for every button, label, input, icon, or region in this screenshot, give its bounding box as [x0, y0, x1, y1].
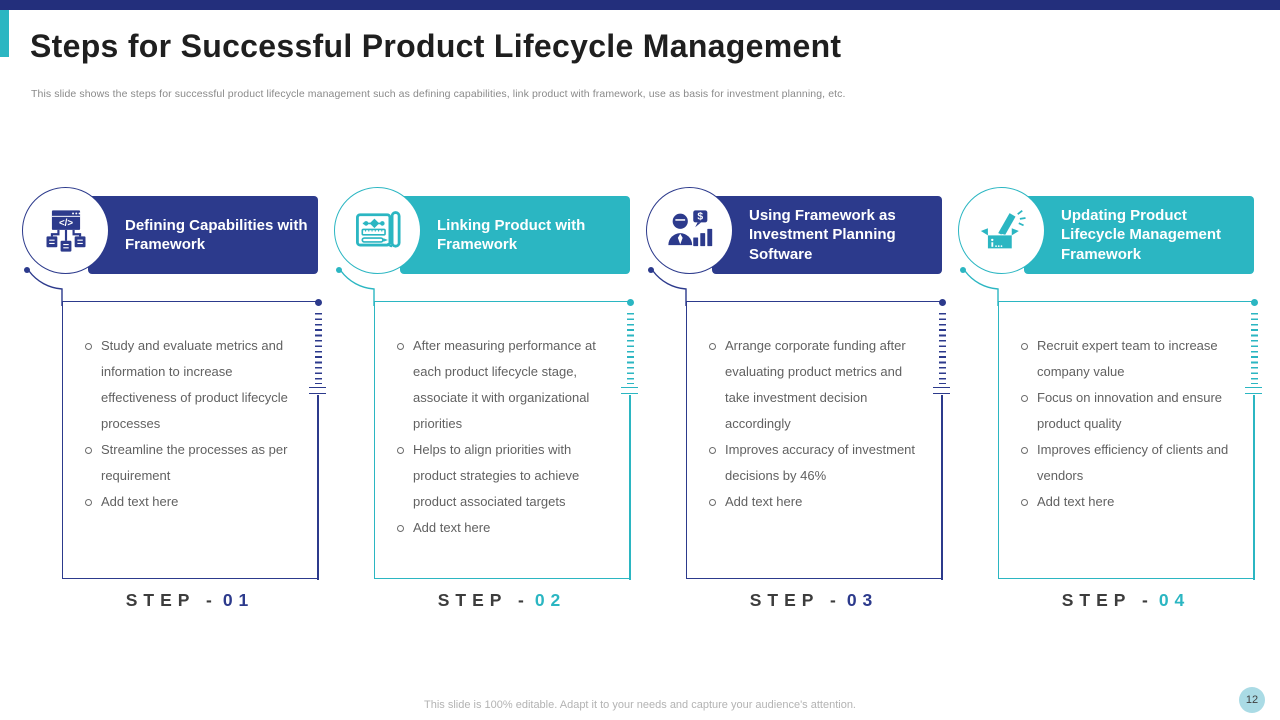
step-column-4: Updating Product Lifecycle Management Fr…: [958, 187, 1262, 637]
step-column-3: Using Framework as Investment Planning S…: [646, 187, 950, 637]
step-number: 01: [222, 590, 255, 610]
corner-dot: [938, 298, 946, 306]
ruler-ticks: [314, 313, 322, 384]
step-number: 04: [1158, 590, 1191, 610]
bullet-item: Helps to align priorities with product s…: [396, 437, 618, 515]
bullet-list: Study and evaluate metrics and informati…: [63, 302, 318, 515]
bullet-item: Study and evaluate metrics and informati…: [84, 333, 306, 437]
icon-circle: </>: [22, 187, 109, 274]
bullet-item: Add text here: [708, 489, 930, 515]
column-title: Defining Capabilities with Framework: [125, 216, 308, 254]
ruler-ticks: [1250, 313, 1258, 384]
ruler-ticks: [938, 313, 946, 384]
step-text: STEP -: [437, 590, 530, 610]
corner-dot: [626, 298, 634, 306]
content-box: Recruit expert team to increase company …: [998, 298, 1262, 580]
icon-circle: [958, 187, 1045, 274]
slide-title: Steps for Successful Product Lifecycle M…: [30, 28, 842, 64]
right-border-line: [941, 395, 943, 580]
slide-subtitle: This slide shows the steps for successfu…: [31, 88, 846, 100]
corner-dot: [1250, 298, 1258, 306]
bullet-item: Add text here: [396, 515, 618, 541]
step-number: 02: [534, 590, 567, 610]
bullet-item: Improves efficiency of clients and vendo…: [1020, 437, 1242, 489]
bullet-item: Add text here: [1020, 489, 1242, 515]
bullet-list: After measuring performance at each prod…: [375, 302, 630, 541]
ruler-ticks: [626, 313, 634, 384]
column-banner: Linking Product with Framework: [400, 196, 630, 274]
svg-text:</>: </>: [58, 218, 72, 229]
right-border-line: [317, 395, 319, 580]
step-text: STEP -: [749, 590, 842, 610]
bullet-list: Arrange corporate funding after evaluati…: [687, 302, 942, 515]
bullet-list: Recruit expert team to increase company …: [999, 302, 1254, 515]
bullet-item: Arrange corporate funding after evaluati…: [708, 333, 930, 437]
bullet-item: Focus on innovation and ensure product q…: [1020, 385, 1242, 437]
step-number: 03: [846, 590, 879, 610]
divider-bars: [309, 387, 326, 394]
content-box: After measuring performance at each prod…: [374, 298, 638, 580]
blueprint-ruler-icon: [355, 210, 401, 248]
corner-dot: [314, 298, 322, 306]
column-banner: Defining Capabilities with Framework: [88, 196, 318, 274]
step-column-1: Defining Capabilities with Framework </>: [22, 187, 326, 637]
svg-text:$: $: [697, 211, 703, 222]
column-title: Using Framework as Investment Planning S…: [749, 206, 896, 263]
content-box: Arrange corporate funding after evaluati…: [686, 298, 950, 580]
bullet-item: After measuring performance at each prod…: [396, 333, 618, 437]
connector-line: [960, 267, 999, 306]
column-banner: Using Framework as Investment Planning S…: [712, 196, 942, 274]
bullet-item: Recruit expert team to increase company …: [1020, 333, 1242, 385]
top-accent-bar: [0, 0, 1280, 10]
step-label: STEP -03: [686, 590, 942, 611]
launch-megaphone-icon: [980, 209, 1026, 248]
investment-analyst-icon: $: [667, 209, 712, 246]
step-text: STEP -: [125, 590, 218, 610]
connector-line: [336, 267, 375, 306]
connector-line: [648, 267, 687, 306]
bullet-item: Improves accuracy of investment decision…: [708, 437, 930, 489]
column-title: Updating Product Lifecycle Management Fr…: [1061, 206, 1222, 263]
step-label: STEP -01: [62, 590, 318, 611]
step-label: STEP -04: [998, 590, 1254, 611]
footer-note: This slide is 100% editable. Adapt it to…: [424, 699, 856, 711]
divider-bars: [621, 387, 638, 394]
column-title: Linking Product with Framework: [437, 216, 586, 254]
right-border-line: [1253, 395, 1255, 580]
column-banner: Updating Product Lifecycle Management Fr…: [1024, 196, 1254, 274]
left-accent-bar: [0, 10, 9, 57]
bullet-item: Add text here: [84, 489, 306, 515]
icon-circle: $: [646, 187, 733, 274]
bullet-item: Streamline the processes as per requirem…: [84, 437, 306, 489]
step-label: STEP -02: [374, 590, 630, 611]
step-column-2: Linking Product with Framework After mea…: [334, 187, 638, 637]
icon-circle: [334, 187, 421, 274]
step-text: STEP -: [1061, 590, 1154, 610]
page-number-badge: 12: [1239, 687, 1265, 713]
divider-bars: [933, 387, 950, 394]
connector-line: [24, 267, 63, 306]
right-border-line: [629, 395, 631, 580]
sitemap-code-icon: </>: [46, 209, 85, 252]
divider-bars: [1245, 387, 1262, 394]
content-box: Study and evaluate metrics and informati…: [62, 298, 326, 580]
